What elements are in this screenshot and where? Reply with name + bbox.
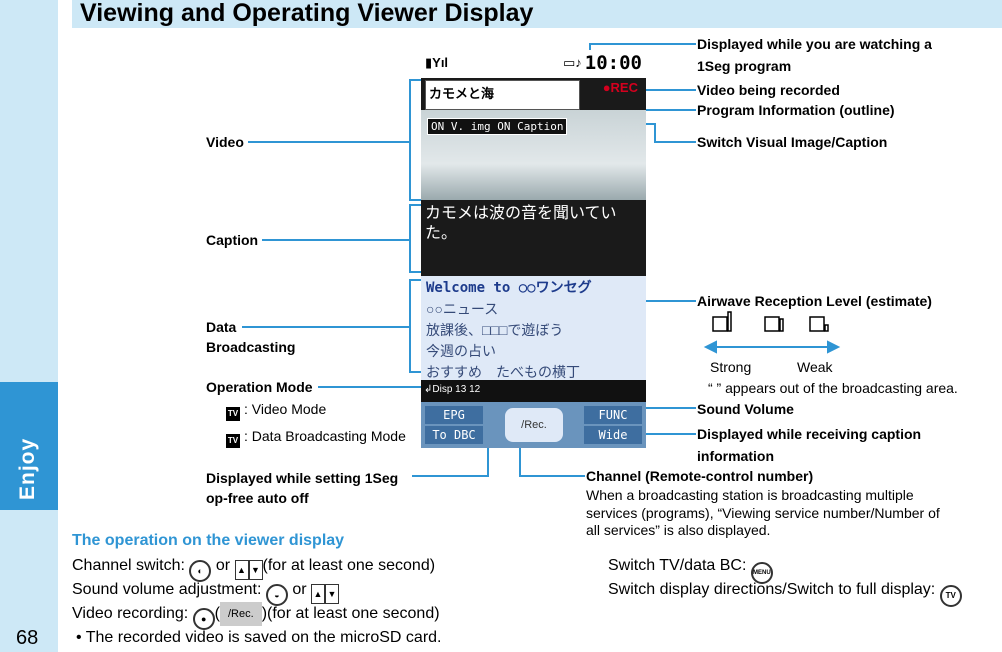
video-mode-text: : Video Mode	[244, 401, 327, 417]
label-caption: Caption	[206, 232, 259, 248]
op-sound-adjust: Sound volume adjustment: ◒ or ▲▼	[72, 578, 340, 606]
dbc-line: 今週の占い	[426, 343, 496, 359]
func-key[interactable]: FUNC	[584, 406, 642, 424]
video-mode-item: TV : Video Mode	[226, 400, 326, 421]
visual-caption-toggle[interactable]: ON V. img ON Caption	[427, 118, 568, 135]
operation-bar: ↲Disp 13 12	[421, 380, 646, 402]
op-text: (	[214, 605, 220, 622]
rec-key-label: /Rec.	[220, 602, 262, 626]
label-channel: Channel (Remote-control number)	[586, 468, 814, 484]
caption-text: カモメは波の音を聞いていた。	[421, 200, 646, 274]
clock: 10:00	[584, 52, 642, 74]
soft-keys: EPG To DBC /Rec. FUNC Wide	[421, 402, 646, 448]
op-text: or	[287, 581, 312, 598]
op-text: Sound volume adjustment:	[72, 581, 266, 598]
op-text: Video recording:	[72, 605, 193, 622]
rec-indicator: ●REC	[602, 80, 638, 95]
tv-mode-icon: TV	[226, 407, 240, 421]
rec-center-key[interactable]: /Rec.	[505, 408, 563, 442]
page-title: Viewing and Operating Viewer Display	[80, 0, 534, 27]
label-broadcasting: Broadcasting	[206, 339, 296, 355]
label-caption-info-1: Displayed while receiving caption	[697, 426, 922, 442]
op-text: )(for at least one second)	[261, 605, 440, 622]
wide-key[interactable]: Wide	[584, 426, 642, 444]
menu-key-icon: MENU	[750, 562, 773, 584]
channel-note-1: When a broadcasting station is broadcast…	[586, 487, 914, 503]
op-bar-text: ↲Disp 13 12	[424, 384, 481, 395]
label-sound-volume: Sound Volume	[697, 401, 794, 417]
dbc-line: ○○ニュース	[426, 301, 499, 317]
op-text: Channel switch:	[72, 557, 190, 574]
label-video: Video	[206, 134, 244, 150]
dbc-line: 放課後、□□□で遊ぼう	[426, 322, 564, 338]
down-key-icon: ▼	[248, 560, 263, 580]
sidebar: Enjoy 68	[0, 0, 58, 652]
label-operation-mode: Operation Mode	[206, 379, 313, 395]
page-header: Viewing and Operating Viewer Display	[72, 0, 1002, 28]
data-mode-text: : Data Broadcasting Mode	[244, 428, 406, 444]
label-weak: Weak	[797, 359, 833, 375]
epg-key[interactable]: EPG	[425, 406, 483, 424]
tv-data-icon: TV	[226, 434, 240, 448]
op-switch-tv: Switch TV/data BC: MENU	[608, 554, 773, 584]
label-airwave: Airwave Reception Level (estimate)	[697, 293, 932, 309]
camera-tv-key-icon: TV	[939, 585, 962, 607]
status-bar: ▮Yıl ▭♪ 10:00	[421, 50, 646, 78]
center-key-icon: ●	[192, 608, 215, 630]
op-text: or	[211, 557, 235, 574]
label-data: Data	[206, 319, 237, 335]
signal-icon: ▮Yıl	[425, 55, 449, 70]
data-mode-item: TV : Data Broadcasting Mode	[226, 427, 406, 448]
data-broadcast-panel[interactable]: Welcome to ○○ワンセグ ○○ニュース 放課後、□□□で遊ぼう 今週の…	[421, 276, 646, 380]
program-title: カモメと海	[425, 80, 580, 110]
op-text: Switch TV/data BC:	[608, 557, 751, 574]
page-number: 68	[16, 627, 39, 649]
down-key-icon: ▼	[325, 584, 340, 604]
label-program-info: Program Information (outline)	[697, 102, 895, 118]
channel-note-2: services (programs), “Viewing service nu…	[586, 505, 940, 521]
label-out-of-area: “ ” appears out of the broadcasting area…	[708, 380, 958, 396]
dbc-line: おすすめ たべもの横丁	[426, 364, 580, 380]
viewer-screen: ▮Yıl ▭♪ 10:00 カモメと海 ●REC ON V. img ON Ca…	[421, 50, 646, 448]
label-switch-visual: Switch Visual Image/Caption	[697, 134, 888, 150]
op-channel-switch: Channel switch: ◐ or ▲▼(for at least one…	[72, 554, 435, 582]
label-op-free-2: op-free auto off	[206, 490, 309, 506]
to-dbc-key[interactable]: To DBC	[425, 426, 483, 444]
op-text: Switch display directions/Switch to full…	[608, 581, 940, 598]
tv-watching-icon: ▭♪	[563, 55, 582, 70]
channel-note-3: all services” is also displayed.	[586, 522, 771, 538]
section-tab: Enjoy	[0, 382, 58, 510]
op-text: (for at least one second)	[262, 557, 436, 574]
op-switch-display: Switch display directions/Switch to full…	[608, 578, 962, 607]
label-recording: Video being recorded	[697, 82, 840, 98]
operations-title: The operation on the viewer display	[72, 532, 345, 549]
up-key-icon: ▲	[311, 584, 326, 604]
op-bullet: • The recorded video is saved on the mic…	[76, 629, 442, 646]
label-watching-1: Displayed while you are watching a	[697, 36, 932, 52]
op-video-recording: Video recording: ●(/Rec.)(for at least o…	[72, 602, 440, 630]
nav-key-icon: ◒	[265, 584, 288, 606]
label-op-free-1: Displayed while setting 1Seg	[206, 470, 399, 486]
up-key-icon: ▲	[234, 560, 249, 580]
label-caption-info-2: information	[697, 448, 774, 464]
nav-key-icon: ◐	[189, 560, 212, 582]
label-watching-2: 1Seg program	[697, 58, 792, 74]
label-strong: Strong	[710, 359, 752, 375]
dbc-line: Welcome to ○○ワンセグ	[426, 280, 592, 296]
